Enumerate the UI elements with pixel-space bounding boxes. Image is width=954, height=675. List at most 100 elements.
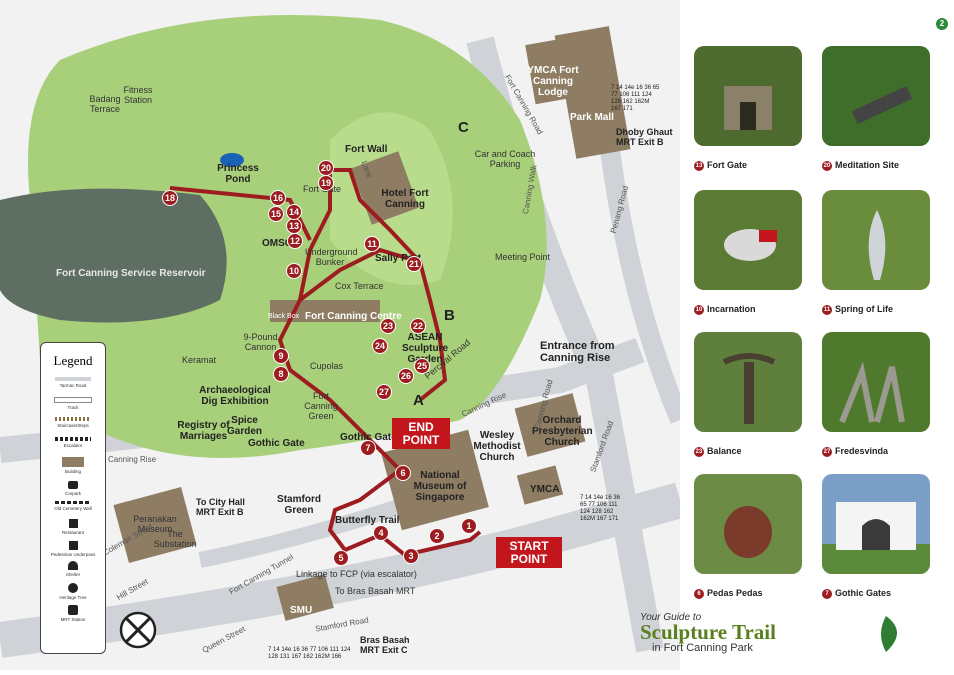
- stop-pin[interactable]: 5: [333, 550, 349, 566]
- stop-pin[interactable]: 26: [398, 368, 414, 384]
- stop-pin[interactable]: 19: [318, 175, 334, 191]
- stop-pin[interactable]: 3: [403, 548, 419, 564]
- bus-stop-dhoby: 7 14 14e 16 36 65 77 106 111 124 128 162…: [611, 85, 660, 112]
- tunnel-road: [198, 492, 423, 568]
- map-graphics: [0, 0, 690, 670]
- label-substation: The Substation: [153, 529, 197, 549]
- page-number: 2: [936, 18, 948, 30]
- stop-pin[interactable]: 25: [414, 358, 430, 374]
- stop-pin[interactable]: 16: [270, 190, 286, 206]
- label-butterfly: Butterfly Trail: [335, 515, 400, 526]
- park-mall-building: [554, 26, 631, 159]
- label-parking-a: A: [413, 392, 424, 409]
- road-canning-rise-1: Canning Rise: [108, 455, 157, 464]
- label-keramat: Keramat: [182, 355, 217, 365]
- stop-pin[interactable]: 27: [376, 384, 392, 400]
- label-ymca-lodge: YMCA Fort Canning Lodge: [527, 65, 579, 98]
- stop-pin[interactable]: 23: [380, 318, 396, 334]
- photo-spring[interactable]: [822, 190, 930, 290]
- stop-pin[interactable]: 9: [273, 348, 289, 364]
- museum-building: [381, 429, 489, 531]
- guide-line3: in Fort Canning Park: [652, 642, 753, 654]
- label-cox-terrace: Cox Terrace: [335, 281, 384, 291]
- stop-pin[interactable]: 13: [286, 218, 302, 234]
- label-car-park: Car and Coach Parking: [474, 149, 536, 169]
- ymca-building: [516, 465, 564, 505]
- label-hotel: Hotel Fort Canning: [381, 188, 429, 210]
- legend-item: Shelter: [41, 561, 105, 577]
- photo-gothic[interactable]: [822, 474, 930, 574]
- stop-pin[interactable]: 21: [406, 256, 422, 272]
- label-to-bras-basah: To Bras Basah MRT: [335, 586, 416, 596]
- legend-item: Heritage Tree: [41, 583, 105, 600]
- label-sally-port: Sally Port: [375, 253, 422, 264]
- stop-pin[interactable]: 2: [429, 528, 445, 544]
- label-parking-b: B: [444, 307, 455, 324]
- label-spice: Spice Garden: [226, 415, 262, 437]
- compass-icon: [119, 611, 157, 649]
- reservoir: [0, 188, 227, 323]
- label-archaeological: Archaeological Dig Exhibition: [199, 385, 271, 407]
- label-omsc: OMSC: [262, 238, 292, 249]
- label-badang: Badang Terrace: [89, 94, 121, 114]
- stop-pin[interactable]: 10: [286, 263, 302, 279]
- peranakan-building: [113, 486, 197, 564]
- label-peranakan: Peranakan Museum: [133, 514, 177, 534]
- photo-incarnation[interactable]: [694, 190, 802, 290]
- stop-pin[interactable]: 7: [360, 440, 376, 456]
- photo-pedas[interactable]: [694, 474, 802, 574]
- princess-pond: [220, 153, 244, 167]
- photo-fort-gate[interactable]: [694, 46, 802, 146]
- trail-route: [277, 247, 482, 558]
- photo-fredesvinda[interactable]: [822, 332, 930, 432]
- orchard-church-building: [514, 393, 586, 457]
- start-point-callout: START POINT: [496, 537, 562, 569]
- stop-pin[interactable]: 8: [273, 366, 289, 382]
- label-cannon: 9-Pound Cannon: [243, 332, 278, 352]
- stop-pin[interactable]: 24: [372, 338, 388, 354]
- label-wesley: Wesley Methodist Church: [473, 430, 521, 463]
- label-meeting-point: Meeting Point: [495, 252, 551, 262]
- legend-panel: Legend Tarmac Road Track Staircase/Steps…: [40, 342, 106, 654]
- stop-pin[interactable]: 20: [318, 160, 334, 176]
- legend-item: Tarmac Road: [41, 377, 105, 388]
- label-black-box: Black Box: [268, 313, 300, 320]
- label-gothic-gate-2: Gothic Gate: [340, 432, 397, 443]
- end-point-callout: END POINT: [392, 418, 450, 450]
- national-parks-logo: [874, 612, 940, 662]
- label-smu: SMU: [290, 605, 313, 616]
- guide-title: Sculpture Trail: [640, 620, 776, 644]
- legend-item: Old Cemetery Wall: [41, 501, 105, 511]
- label-centre: Fort Canning Centre: [305, 311, 402, 322]
- photo-balance[interactable]: [694, 332, 802, 432]
- label-pond: Princess Pond: [217, 163, 259, 185]
- leaf-logo-icon: [881, 616, 897, 652]
- stop-pin[interactable]: 18: [162, 190, 178, 206]
- label-registry: Registry of Marriages: [177, 420, 230, 442]
- label-fc-green: Fort Canning Green: [304, 391, 338, 421]
- stop-pin[interactable]: 6: [395, 465, 411, 481]
- label-stamford-green: Stamford Green: [277, 494, 321, 516]
- stop-pin[interactable]: 4: [373, 525, 389, 541]
- label-park-mall: Park Mall: [570, 112, 614, 123]
- legend-item: Building: [41, 457, 105, 474]
- trail-loop: [298, 168, 422, 301]
- stop-pin[interactable]: 22: [410, 318, 426, 334]
- photo-meditation[interactable]: [822, 46, 930, 146]
- label-gothic-gate-1: Gothic Gate: [248, 438, 305, 449]
- trail-spur: [169, 186, 312, 241]
- label-bunker: Underground Bunker: [305, 247, 358, 267]
- stop-pin[interactable]: 1: [461, 518, 477, 534]
- label-reservoir: Fort Canning Service Reservoir: [56, 268, 206, 279]
- label-fitness: Fitness Station: [123, 85, 153, 105]
- smu-building: [276, 574, 334, 621]
- stop-pin[interactable]: 12: [287, 233, 303, 249]
- stop-pin[interactable]: 14: [286, 204, 302, 220]
- stop-pin[interactable]: 15: [268, 206, 284, 222]
- stop-pin[interactable]: 11: [364, 236, 380, 252]
- penang-road: [600, 148, 690, 424]
